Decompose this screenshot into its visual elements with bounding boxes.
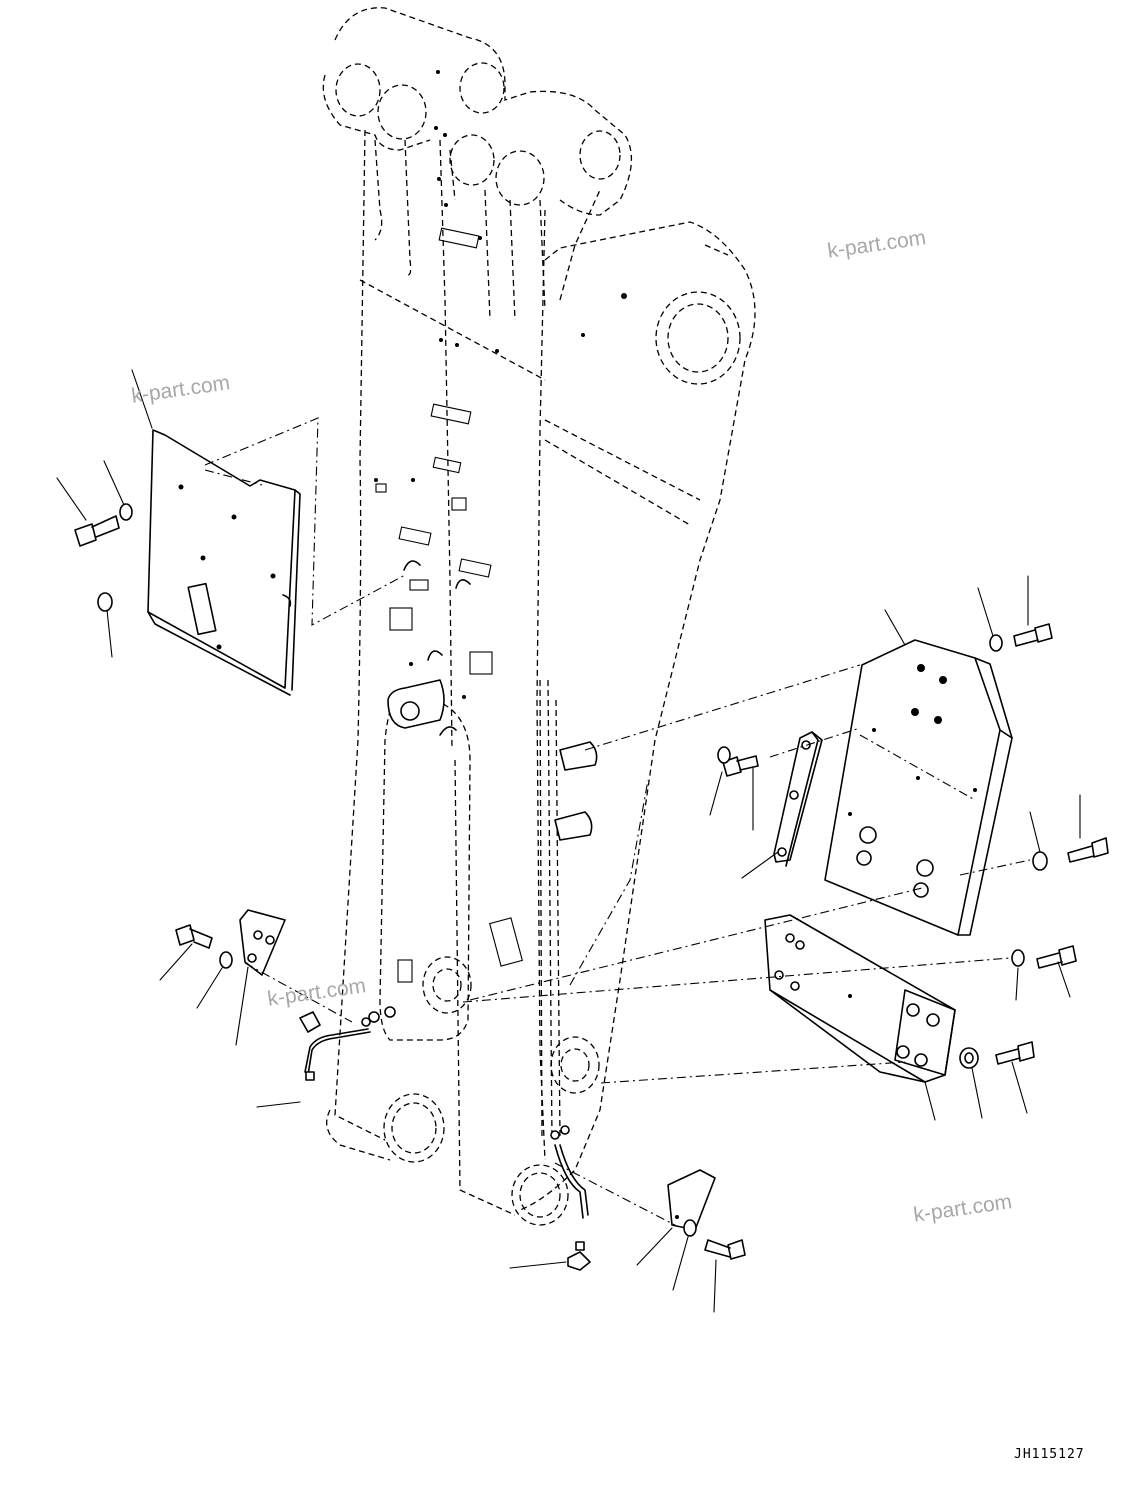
boom-assembly — [304, 7, 756, 1226]
assembly-center-lines — [204, 417, 1031, 1226]
spacer-bar — [773, 731, 823, 867]
drawing-number: JH115127 — [1014, 1447, 1085, 1462]
fasteners — [175, 623, 1109, 1271]
bolt-left-upper — [74, 503, 133, 612]
bracket-lower-right — [667, 1169, 716, 1231]
left-cover-plate — [147, 429, 301, 696]
counterweight-block — [764, 914, 956, 1083]
bracket-lower-left — [239, 909, 286, 976]
leader-lines — [56, 369, 1081, 1313]
right-guard-plate — [824, 639, 1013, 936]
